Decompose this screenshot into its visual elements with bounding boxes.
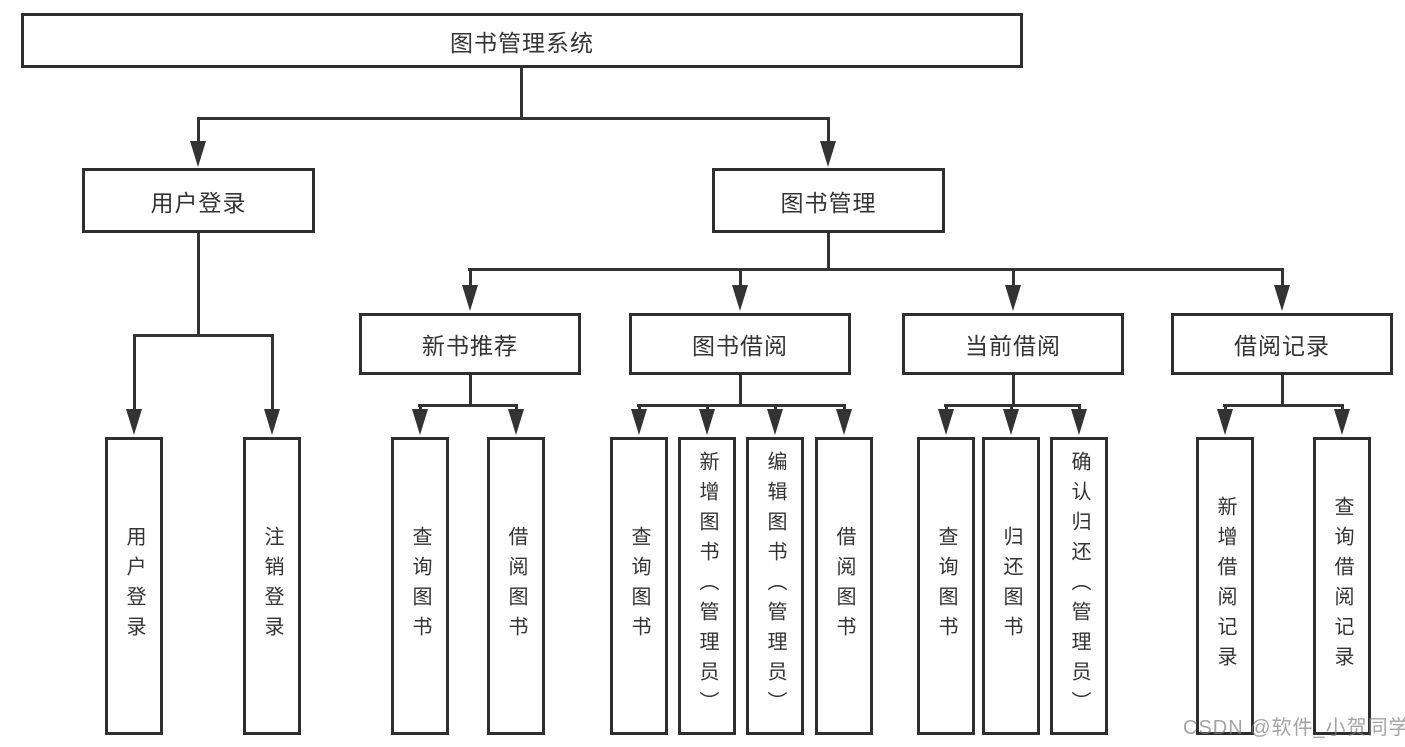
arrowhead-icon [126,409,142,435]
connector-root-trunk [520,68,523,118]
connector-level3-rail [468,268,1284,271]
node-book-management-label: 图书管理 [780,189,877,216]
connector-to-current-borrowing [1012,270,1015,287]
leaf-newbook-borrow-books-label: 借阅图书 [505,526,527,646]
leaf-current-return-books-label: 归还图书 [1000,526,1022,646]
node-user-login-label: 用户登录 [150,189,247,216]
connector-new-book-rail [418,404,518,407]
connector-user-login-trunk [197,233,200,335]
connector-current-borrowing-stub [1012,375,1015,407]
arrowhead-icon [767,409,783,435]
leaf-records-query-record-label: 查询借阅记录 [1331,496,1353,676]
leaf-newbook-query-books-label: 查询图书 [409,526,431,646]
leaf-records-query-record: 查询借阅记录 [1313,437,1371,735]
node-book-borrowing: 图书借阅 [629,313,851,375]
arrowhead-icon [264,409,280,435]
node-borrowing-records-label: 借阅记录 [1234,333,1330,359]
node-book-management: 图书管理 [712,168,945,233]
leaf-logout-login: 注销登录 [243,437,301,735]
leaf-current-confirm-return-admin: 确认归还（管理员） [1050,437,1108,735]
node-new-book-recommend-label: 新书推荐 [422,333,518,359]
leaf-borrowing-add-books-admin: 新增图书（管理员） [678,437,736,735]
arrowhead-icon [836,409,852,435]
leaf-borrowing-borrow-books-label: 借阅图书 [833,526,855,646]
node-root-library-system: 图书管理系统 [21,13,1023,68]
leaf-borrowing-edit-books-admin-label: 编辑图书（管理员） [764,451,786,721]
arrowhead-icon [820,141,836,167]
connector-current-borrowing-rail [944,404,1081,407]
leaf-current-confirm-return-admin-label: 确认归还（管理员） [1068,451,1090,721]
arrowhead-icon [1274,285,1290,311]
leaf-logout-login-label: 注销登录 [261,526,283,646]
leaf-borrowing-edit-books-admin: 编辑图书（管理员） [746,437,804,735]
connector-user-login-rail [133,334,274,337]
leaf-newbook-query-books: 查询图书 [391,437,449,735]
leaf-borrowing-query-books-label: 查询图书 [628,526,650,646]
node-user-login: 用户登录 [82,168,315,233]
connector-book-borrowing-stub [739,375,742,407]
leaf-user-login: 用户登录 [105,437,163,735]
node-book-borrowing-label: 图书借阅 [692,333,788,359]
arrowhead-icon [462,285,478,311]
node-current-borrowing-label: 当前借阅 [965,333,1061,359]
connector-to-borrowing-records [1281,270,1284,287]
node-current-borrowing: 当前借阅 [902,313,1124,375]
arrowhead-icon [190,141,206,167]
arrowhead-icon [699,409,715,435]
connector-to-book-borrowing [739,270,742,287]
node-root-label: 图书管理系统 [450,29,594,56]
leaf-borrowing-query-books: 查询图书 [610,437,668,735]
leaf-current-return-books: 归还图书 [982,437,1040,735]
arrowhead-icon [938,409,954,435]
leaf-user-login-label: 用户登录 [123,526,145,646]
arrowhead-icon [1334,409,1350,435]
node-borrowing-records: 借阅记录 [1171,313,1393,375]
leaf-records-add-record: 新增借阅记录 [1196,437,1254,735]
leaf-records-add-record-label: 新增借阅记录 [1214,496,1236,676]
arrowhead-icon [732,285,748,311]
leaf-borrowing-add-books-admin-label: 新增图书（管理员） [696,451,718,721]
arrowhead-icon [631,409,647,435]
connector-to-new-book [469,270,472,287]
connector-to-user-login [197,118,200,143]
node-new-book-recommend: 新书推荐 [359,313,581,375]
connector-new-book-stub [469,375,472,407]
leaf-current-query-books-label: 查询图书 [935,526,957,646]
connector-book-management-trunk [827,233,830,270]
connector-book-borrowing-rail [637,404,846,407]
connector-borrowing-records-rail [1223,404,1344,407]
leaf-newbook-borrow-books: 借阅图书 [487,437,545,735]
leaf-current-query-books: 查询图书 [917,437,975,735]
arrowhead-icon [1071,409,1087,435]
connector-level2-rail [197,117,830,120]
arrowhead-icon [508,409,524,435]
arrowhead-icon [1217,409,1233,435]
connector-borrowing-records-stub [1281,375,1284,407]
connector-to-leaf-user-login [133,335,136,411]
connector-to-leaf-logout [271,335,274,411]
leaf-borrowing-borrow-books: 借阅图书 [815,437,873,735]
connector-to-book-management [827,118,830,143]
arrowhead-icon [1003,409,1019,435]
arrowhead-icon [1005,285,1021,311]
arrowhead-icon [412,409,428,435]
